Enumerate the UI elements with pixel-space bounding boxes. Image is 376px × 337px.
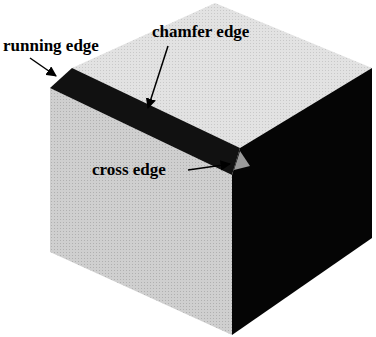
leader-arrow [188, 164, 230, 170]
leader-arrow [148, 46, 168, 108]
right-face [232, 68, 372, 335]
chamfer-band [50, 68, 240, 175]
leader-arrow [30, 58, 56, 76]
part-label: running edge [3, 36, 99, 56]
cross-edge-mark [234, 151, 250, 170]
part-label: cross edge [92, 160, 166, 180]
part-label: chamfer edge [152, 22, 249, 42]
